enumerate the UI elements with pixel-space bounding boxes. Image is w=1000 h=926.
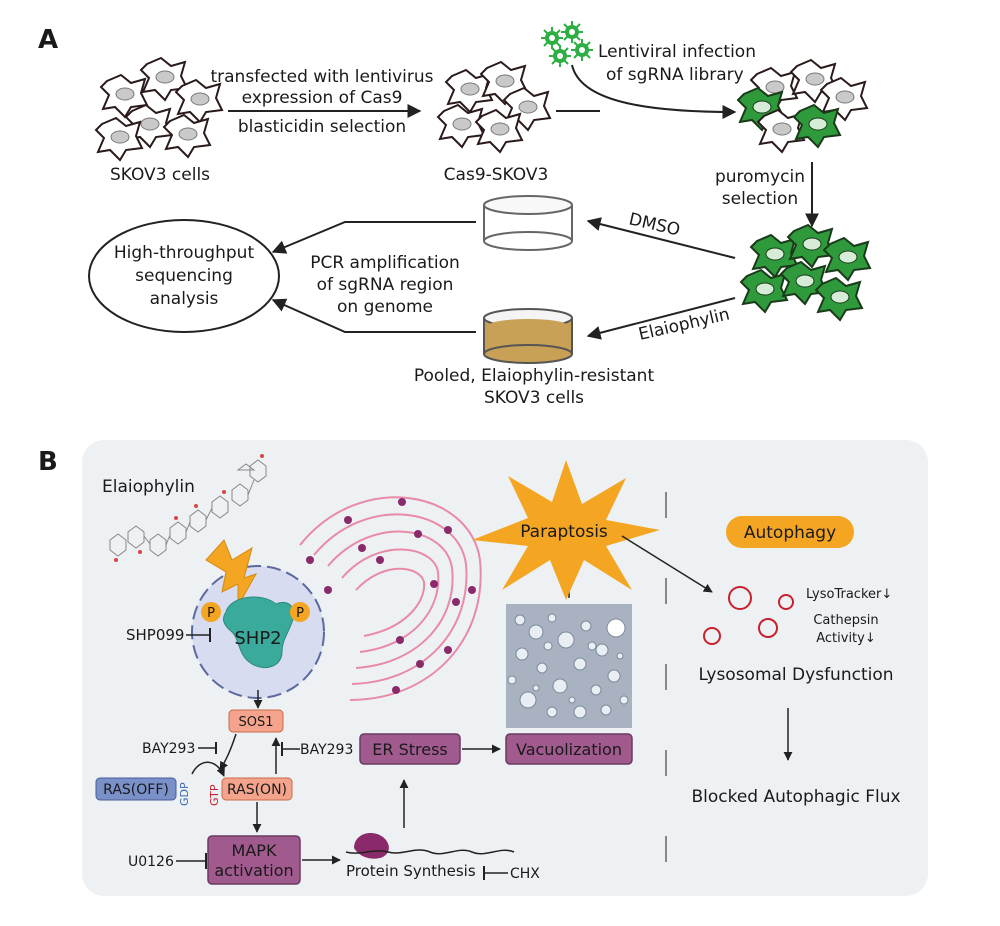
lysosome-icons — [703, 586, 794, 645]
cas9-cell-cluster — [437, 61, 551, 153]
step1-line3: blasticidin selection — [238, 117, 406, 137]
pcr-lower-arrow — [271, 298, 476, 333]
vacuole-micrograph — [506, 604, 632, 728]
mapk-line2: activation — [214, 861, 293, 880]
molecule-icon — [109, 454, 267, 562]
dmso-label: DMSO — [627, 209, 682, 240]
hts-line1: High-throughput — [114, 243, 255, 263]
ras-activation-arrow — [191, 761, 225, 777]
gdp-label: GDP — [178, 782, 191, 806]
phospho-right-label: P — [296, 606, 304, 621]
vacuolization-label: Vacuolization — [516, 740, 622, 759]
mapk-box — [207, 835, 301, 885]
phospho-left-label: P — [207, 606, 215, 621]
hts-line2: sequencing — [135, 266, 233, 286]
u0126-label: U0126 — [128, 854, 174, 870]
virus-icon — [540, 20, 594, 68]
er-stress-label: ER Stress — [372, 740, 447, 759]
selected-cell-cluster — [740, 224, 871, 321]
infection-arrow — [571, 64, 737, 119]
infected-cell-cluster — [737, 59, 868, 153]
panel-b-letter: B — [38, 447, 58, 477]
step1-line2: expression of Cas9 — [242, 88, 403, 108]
dmso-arrow — [586, 217, 736, 259]
ras-off-label: RAS(OFF) — [103, 782, 169, 798]
pooled-line1: Pooled, Elaiophylin-resistant — [414, 366, 655, 386]
paraptosis-to-lysosome-arrow — [621, 535, 713, 593]
pcr-line2: of sgRNA region — [317, 275, 454, 295]
mapk-line1: MAPK — [232, 841, 277, 860]
infection-line1: Lentiviral infection — [598, 42, 756, 62]
hts-ellipse — [88, 219, 280, 333]
elaio-dish-icon — [483, 308, 573, 364]
hts-line3: analysis — [150, 289, 219, 309]
pcr-line3: on genome — [337, 297, 433, 317]
cathepsin-line2: Activity↓ — [816, 631, 876, 646]
pooled-line2: SKOV3 cells — [484, 388, 584, 408]
autophagy-badge — [726, 516, 854, 548]
step1-line1: transfected with lentivirus — [210, 67, 433, 87]
vacuolization-box — [505, 733, 633, 765]
elaio-arrow — [586, 297, 736, 340]
lightning-icon — [205, 539, 258, 608]
puro-line2: selection — [722, 189, 798, 209]
skov3-cell-cluster — [95, 57, 223, 161]
er-ribosomes — [306, 498, 476, 694]
chx-label: CHX — [510, 866, 540, 882]
lysosomal-label: Lysosomal Dysfunction — [698, 665, 893, 685]
autophagy-label: Autophagy — [744, 523, 836, 543]
paraptosis-label: Paraptosis — [520, 522, 608, 542]
skov3-label: SKOV3 cells — [110, 165, 210, 185]
gtp-label: GTP — [208, 784, 221, 806]
cathepsin-line1: Cathepsin — [813, 613, 878, 628]
cas9-label: Cas9-SKOV3 — [444, 165, 549, 185]
bay293-left-label: BAY293 — [142, 741, 195, 757]
puro-line1: puromycin — [715, 167, 805, 187]
phospho-left — [201, 602, 221, 622]
shp099-label: SHP099 — [126, 626, 184, 644]
er-stress-box — [359, 733, 461, 765]
sos1-label: SOS1 — [238, 715, 273, 730]
blocked-label: Blocked Autophagic Flux — [691, 787, 900, 807]
panel-b-background — [82, 440, 928, 896]
panel-a-letter: A — [38, 25, 58, 55]
sos1-box — [228, 709, 284, 733]
paraptosis-burst — [472, 460, 660, 600]
infection-line2: of sgRNA library — [606, 65, 744, 85]
shp2-label: SHP2 — [234, 628, 281, 649]
ras-on-label: RAS(ON) — [227, 782, 287, 798]
phospho-right — [290, 602, 310, 622]
bay293-right-label: BAY293 — [300, 742, 353, 758]
pcr-line1: PCR amplification — [310, 253, 460, 273]
protein-synthesis-label: Protein Synthesis — [346, 862, 476, 880]
shp2-protein — [223, 596, 295, 668]
mrna-wave — [345, 849, 515, 855]
pcr-upper-arrow — [271, 221, 476, 254]
ras-off-box — [95, 777, 177, 801]
elaiophylin-label: Elaiophylin — [102, 477, 195, 497]
ras-on-box — [221, 777, 293, 801]
dmso-dish-icon — [483, 195, 573, 251]
lysotracker-label: LysoTracker↓ — [806, 587, 892, 602]
